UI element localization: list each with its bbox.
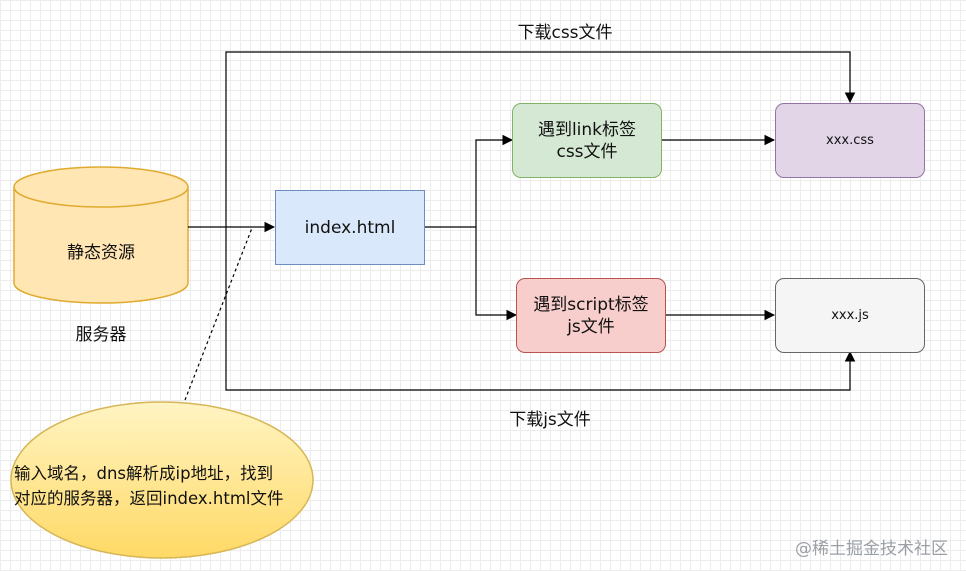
index-html-label: index.html [304, 217, 396, 238]
script-tag-node[interactable]: 遇到script标签 js文件 [516, 278, 666, 353]
server-db-label: 静态资源 [67, 243, 135, 263]
index-html-node[interactable]: index.html [275, 190, 425, 265]
edge-index-to-script [475, 227, 518, 321]
edge-download-css [225, 51, 856, 227]
script-tag-label-line1: 遇到script标签 [533, 294, 649, 315]
watermark: @稀土掘金技术社区 [795, 539, 948, 559]
edge-label-download-css: 下载css文件 [517, 23, 613, 43]
edge-download-js [225, 227, 856, 391]
js-file-node[interactable]: xxx.js [775, 278, 925, 353]
css-file-label: xxx.css [826, 133, 874, 148]
note-ellipse[interactable] [10, 401, 314, 559]
link-tag-label-line1: 遇到link标签 [537, 119, 637, 140]
js-file-label: xxx.js [831, 308, 869, 323]
script-tag-label-line2: js文件 [567, 316, 615, 337]
server-db-shape[interactable] [13, 166, 189, 304]
edge-label-download-js: 下载js文件 [509, 410, 591, 430]
note-text-line2: 对应的服务器，返回index.html文件 [14, 489, 284, 508]
note-connector [184, 227, 253, 401]
edge-index-to-link [475, 134, 514, 227]
server-caption: 服务器 [75, 325, 127, 345]
link-tag-node[interactable]: 遇到link标签 css文件 [512, 103, 662, 178]
note-text-line1: 输入域名，dns解析成ip地址，找到 [14, 464, 274, 483]
link-tag-label-line2: css文件 [556, 141, 618, 162]
css-file-node[interactable]: xxx.css [775, 103, 925, 178]
